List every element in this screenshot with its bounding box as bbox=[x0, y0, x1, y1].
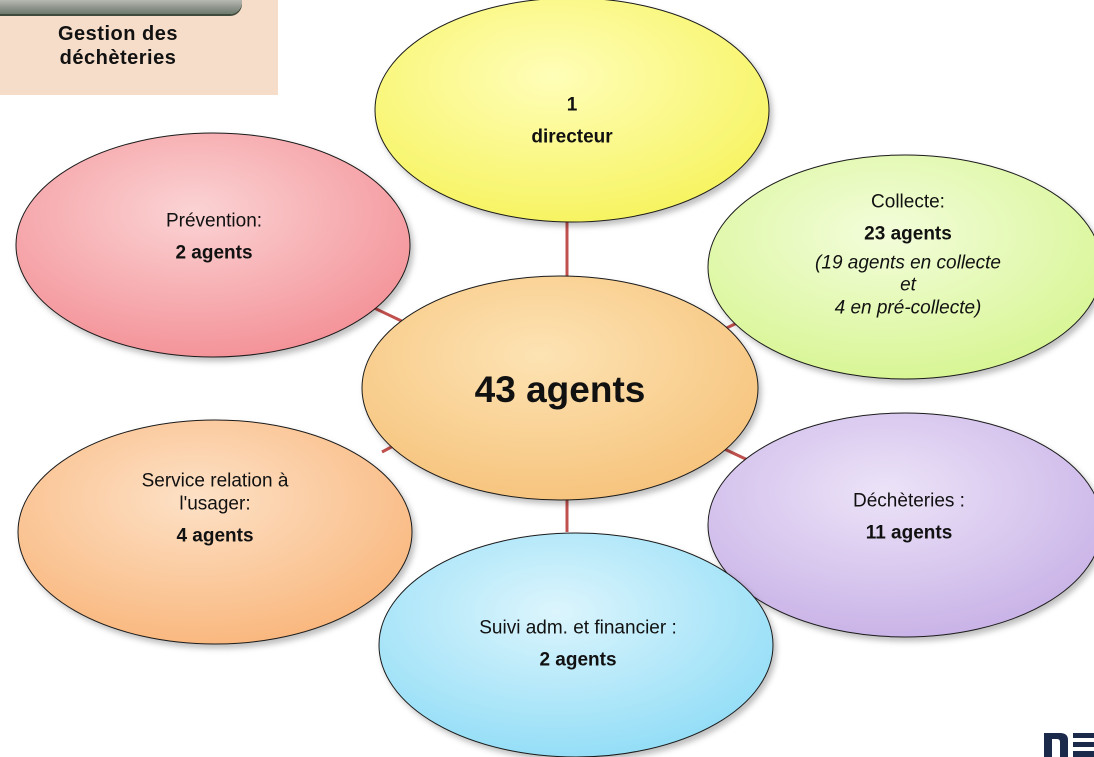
prevention-text: Prévention: 2 agents bbox=[166, 211, 262, 266]
directeur-text: 1 directeur bbox=[531, 95, 612, 150]
suivi-count: 2 agents bbox=[539, 649, 617, 671]
decheteries-count: 11 agents bbox=[865, 522, 953, 544]
service-usager-count: 4 agents bbox=[176, 524, 254, 546]
suivi-title: Suivi adm. et financier : bbox=[479, 617, 677, 639]
bubble-service-usager bbox=[17, 419, 413, 645]
decheteries-text: Déchèteries : 11 agents bbox=[853, 491, 965, 546]
header-title-line-2: déchèteries bbox=[59, 47, 177, 69]
center-text: 43 agents bbox=[475, 368, 646, 412]
service-usager-text: Service relation à l'usager: 4 agents bbox=[142, 470, 289, 547]
service-usager-title-2: l'usager: bbox=[179, 493, 251, 515]
bubble-prevention bbox=[15, 132, 411, 358]
collecte-text: Collecte: 23 agents (19 agents en collec… bbox=[815, 192, 1001, 321]
header-photo bbox=[0, 0, 242, 14]
header-title: Gestion des déchèteries bbox=[0, 22, 236, 70]
directeur-count: 1 bbox=[566, 94, 578, 116]
header-title-line-1: Gestion des bbox=[58, 23, 178, 45]
decheteries-title: Déchèteries : bbox=[853, 490, 965, 512]
bubble-collecte bbox=[707, 154, 1094, 380]
prevention-title: Prévention: bbox=[165, 210, 263, 232]
suivi-text: Suivi adm. et financier : 2 agents bbox=[479, 618, 676, 673]
collecte-title: Collecte: bbox=[871, 191, 945, 213]
center-label: 43 agents bbox=[474, 368, 646, 410]
bubble-suivi bbox=[378, 532, 774, 757]
collecte-count: 23 agents bbox=[864, 223, 952, 245]
partner-logo bbox=[1044, 733, 1094, 757]
directeur-label: directeur bbox=[531, 126, 613, 148]
prevention-count: 2 agents bbox=[175, 242, 253, 264]
bubble-directeur bbox=[374, 0, 770, 223]
bubble-decheteries bbox=[707, 412, 1094, 638]
bubble-center bbox=[361, 275, 759, 501]
collecte-note-2: 4 en pré-collecte) bbox=[834, 297, 982, 319]
service-usager-title-1: Service relation à bbox=[141, 470, 289, 492]
collecte-note-1: (19 agents en collecte et bbox=[815, 252, 1001, 296]
header-card: Gestion des déchèteries bbox=[0, 0, 278, 95]
